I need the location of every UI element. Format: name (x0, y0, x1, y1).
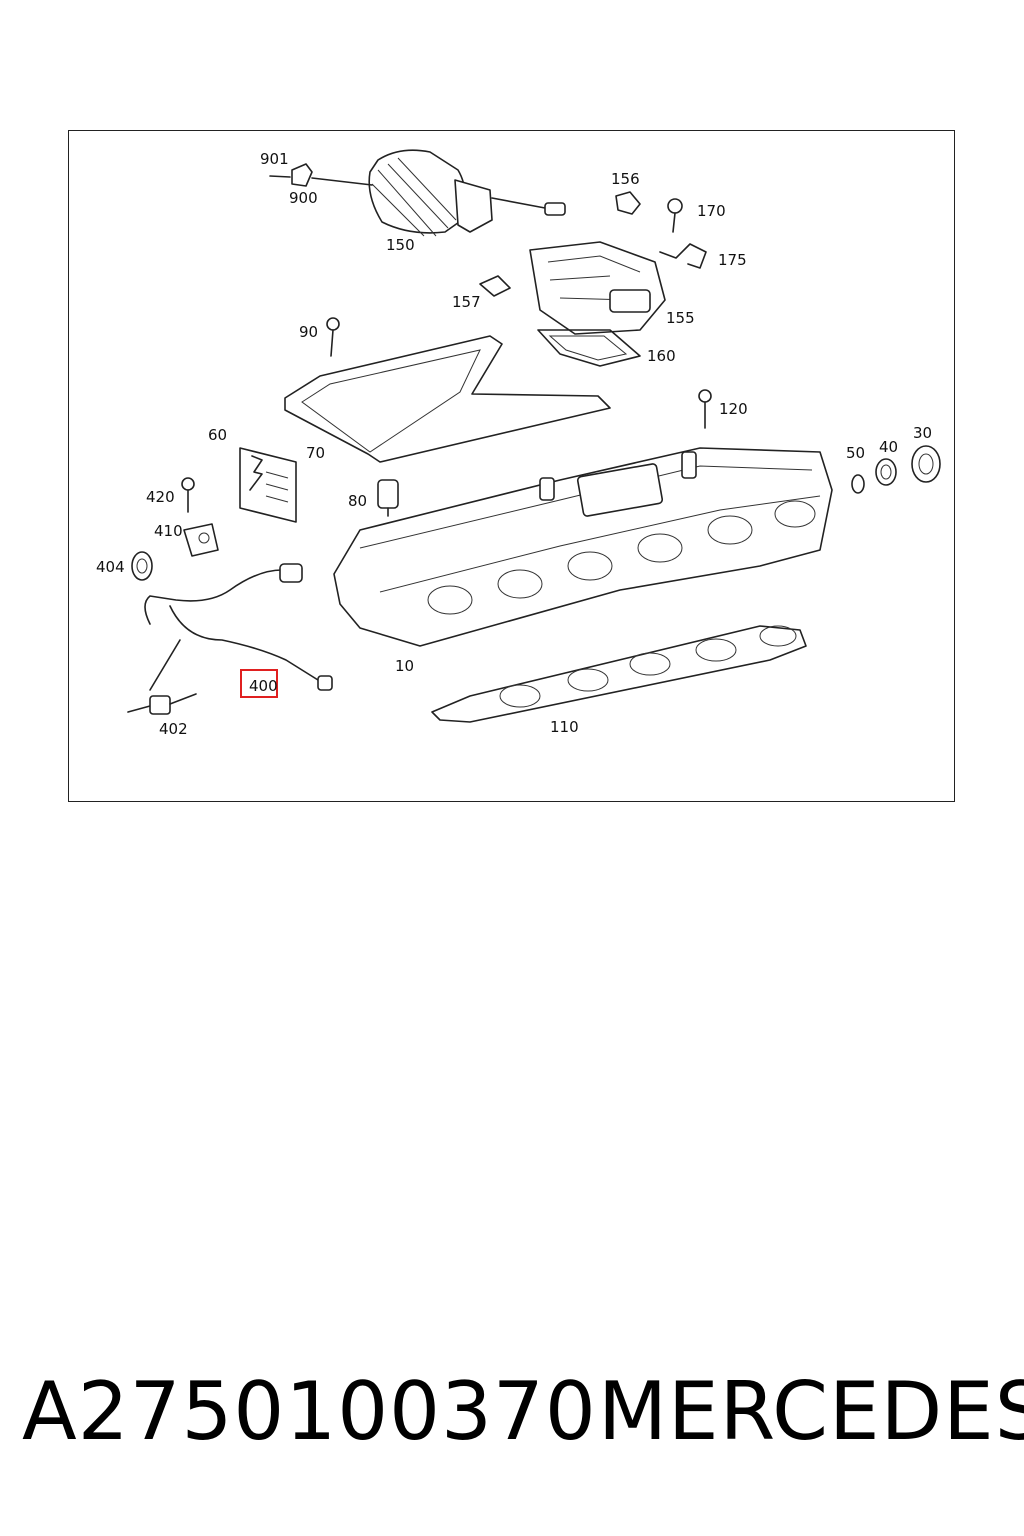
sleeve-80-icon (377, 479, 399, 517)
callout-120: 120 (719, 400, 748, 418)
warning-label-60-icon (239, 447, 297, 523)
callout-80: 80 (348, 492, 367, 510)
highlight-box-400 (240, 669, 278, 698)
callout-50: 50 (846, 444, 865, 462)
clip-410-icon (183, 523, 219, 557)
plug-40-icon (875, 458, 897, 486)
bracket-175-icon (659, 243, 707, 269)
part-number-label: A2750100370 (22, 1365, 597, 1458)
throttle-body-155-icon (529, 241, 666, 335)
callout-410: 410 (154, 522, 183, 540)
bolt-120-icon (698, 389, 712, 429)
gasket-110-icon (431, 625, 807, 723)
callout-400: 400 (249, 677, 278, 695)
bolt-170-icon (667, 198, 683, 233)
sensor-402-icon (127, 693, 197, 715)
callout-40: 40 (879, 438, 898, 456)
callout-70: 70 (306, 444, 325, 462)
brand-label: MERCEDES (598, 1365, 1024, 1458)
pipe-400-icon (144, 563, 333, 691)
callout-160: 160 (647, 347, 676, 365)
actuator-150-icon (269, 149, 566, 237)
callout-60: 60 (208, 426, 227, 444)
callout-157: 157 (452, 293, 481, 311)
callout-420: 420 (146, 488, 175, 506)
callout-156: 156 (611, 170, 640, 188)
clip-157-icon (479, 275, 511, 297)
callout-155: 155 (666, 309, 695, 327)
callout-901: 901 (260, 150, 289, 168)
callout-30: 30 (913, 424, 932, 442)
callout-10: 10 (395, 657, 414, 675)
callout-175: 175 (718, 251, 747, 269)
callout-150: 150 (386, 236, 415, 254)
frame-70-icon (284, 335, 611, 463)
ring-50-icon (851, 474, 865, 494)
callout-110: 110 (550, 718, 579, 736)
callout-404: 404 (96, 558, 125, 576)
bolt-90-icon (326, 317, 340, 357)
cap-30-icon (911, 445, 941, 483)
exploded-parts-diagram: 901 900 150 156 170 175 157 155 90 160 1… (96, 149, 941, 738)
parts-diagram-frame (68, 130, 955, 802)
callout-90: 90 (299, 323, 318, 341)
clip-156-icon (615, 191, 641, 215)
intake-manifold-10-icon (333, 447, 833, 647)
bolt-420-icon (181, 477, 195, 513)
callout-900: 900 (289, 189, 318, 207)
callout-170: 170 (697, 202, 726, 220)
gasket-160-icon (537, 329, 641, 367)
grommet-404-icon (131, 551, 153, 581)
callout-402: 402 (159, 720, 188, 738)
